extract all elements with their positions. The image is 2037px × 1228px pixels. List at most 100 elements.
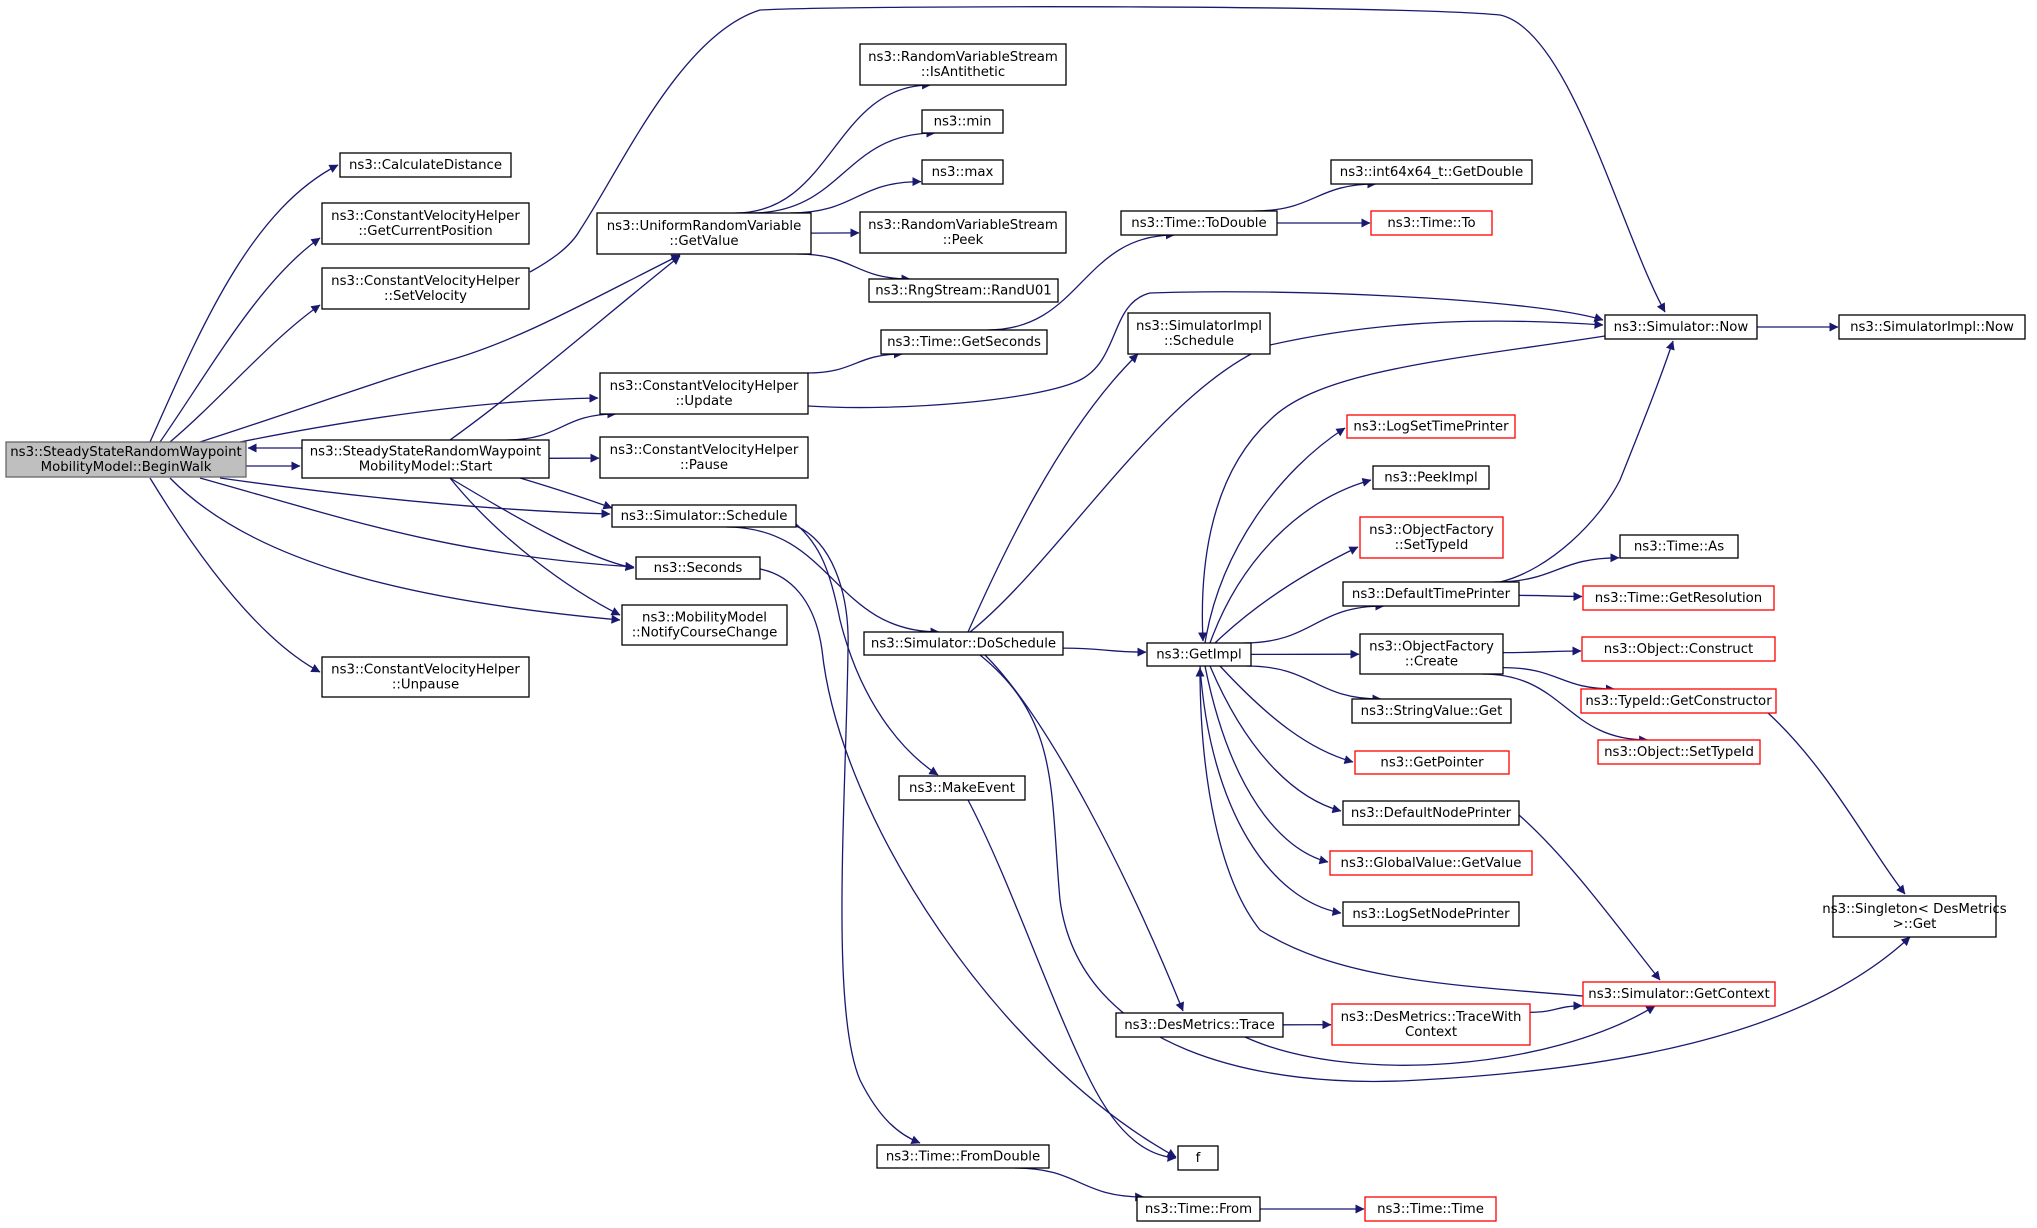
node-singleton_get[interactable]: ns3::Singleton< DesMetrics >::Get [1822,895,2007,938]
node-f[interactable]: f [1177,1145,1219,1171]
node-label: ns3::Object::SetTypeId [1604,745,1754,760]
edge-sim_getcontext-to-getimpl [1195,667,1584,997]
node-label: ::Pause [680,458,728,473]
node-time_getseconds[interactable]: ns3::Time::GetSeconds [880,329,1048,355]
edge-cvh_setvel-to-sim_now [529,6,1666,313]
node-box [1582,585,1775,611]
edge-ssrw_start-to-cvh_update [506,409,617,441]
node-label: ns3::CalculateDistance [349,158,502,173]
node-box [301,439,550,479]
node-box [1597,739,1761,765]
node-box [1370,210,1493,236]
node-rng_randu01[interactable]: ns3::RngStream::RandU01 [868,278,1059,303]
node-box [1359,633,1504,675]
node-label: ns3::DefaultTimePrinter [1352,587,1511,602]
node-sim_getcontext[interactable]: ns3::Simulator::GetContext [1582,981,1776,1007]
node-label: ::SetTypeId [1395,538,1469,553]
edge-sim_doschedule-to-singleton_get [979,654,1911,1083]
node-obj_construct[interactable]: ns3::Object::Construct [1581,636,1776,662]
node-box [1364,1196,1497,1222]
node-box [1120,210,1278,236]
node-defaulttimeprinter[interactable]: ns3::DefaultTimePrinter [1342,581,1520,607]
node-simimpl_now[interactable]: ns3::SimulatorImpl::Now [1838,314,2026,340]
node-label: ns3::Time::FromDouble [886,1150,1040,1165]
node-globalvalue_getvalue[interactable]: ns3::GlobalValue::GetValue [1329,850,1533,876]
node-obj_settypeid[interactable]: ns3::Object::SetTypeId [1597,739,1761,765]
node-time_getresolution[interactable]: ns3::Time::GetResolution [1582,585,1775,611]
node-rvs_peek[interactable]: ns3::RandomVariableStream::Peek [859,211,1067,254]
edge-ssrw_start-to-seconds [449,477,635,571]
edge-beginwalk-to-cvh_getpos [159,237,321,443]
node-sim_schedule[interactable]: ns3::Simulator::Schedule [611,504,797,528]
node-label: MobilityModel::BeginWalk [41,460,212,475]
node-getpointer[interactable]: ns3::GetPointer [1354,750,1510,775]
edge-beginwalk-to-cvh_setvel [169,304,321,443]
node-calcdist[interactable]: ns3::CalculateDistance [339,152,512,178]
node-defaultnodeprinter[interactable]: ns3::DefaultNodePrinter [1342,800,1520,826]
node-logsetnodeprinter[interactable]: ns3::LogSetNodePrinter [1342,901,1520,927]
node-mm_notify[interactable]: ns3::MobilityModel::NotifyCourseChange [621,604,788,646]
edge-time_getseconds-to-time_todouble [987,230,1175,331]
node-box [1832,895,1997,938]
node-box [868,278,1059,303]
node-beginwalk[interactable]: ns3::SteadyStateRandomWaypointMobilityMo… [5,441,247,478]
node-box [1146,642,1252,667]
node-peekimpl[interactable]: ns3::PeekImpl [1372,465,1490,490]
node-typeid_getctor[interactable]: ns3::TypeId::GetConstructor [1580,688,1777,714]
node-box [859,211,1067,254]
node-max[interactable]: ns3::max [921,159,1004,185]
node-int64_getdouble[interactable]: ns3::int64x64_t::GetDouble [1330,159,1533,185]
node-time_fromdouble[interactable]: ns3::Time::FromDouble [876,1144,1050,1169]
edge-getimpl-to-of_settypeid [1214,546,1359,644]
node-of_settypeid[interactable]: ns3::ObjectFactory::SetTypeId [1359,516,1504,559]
node-cvh_update[interactable]: ns3::ConstantVelocityHelper::Update [599,372,809,415]
edge-sim_doschedule-to-simimpl_schedule [967,353,1139,633]
edge-urv_getvalue-to-rng_randu01 [797,253,911,284]
node-time_as[interactable]: ns3::Time::As [1619,534,1739,559]
node-box [859,43,1067,86]
edge-beginwalk-to-seconds [199,477,635,571]
node-desmetrics_trace[interactable]: ns3::DesMetrics::Trace [1115,1012,1284,1038]
node-cvh_unpause[interactable]: ns3::ConstantVelocityHelper::Unpause [321,656,530,698]
node-getimpl[interactable]: ns3::GetImpl [1146,642,1252,667]
edge-ssrw_start-to-urv_getvalue [449,255,681,441]
node-cvh_setvel[interactable]: ns3::ConstantVelocityHelper::SetVelocity [321,267,530,310]
node-time_to[interactable]: ns3::Time::To [1370,210,1493,236]
node-box [1136,1196,1261,1222]
node-label: ns3::ConstantVelocityHelper [331,209,520,224]
edge-getimpl-to-logsettimeprinter [1204,427,1346,644]
node-box [1838,314,2026,340]
node-sim_now[interactable]: ns3::Simulator::Now [1604,314,1758,340]
node-simimpl_schedule[interactable]: ns3::SimulatorImpl::Schedule [1127,312,1271,355]
node-box [1582,981,1776,1007]
node-makeevent[interactable]: ns3::MakeEvent [898,775,1026,801]
call-edges [149,6,1911,1214]
node-label: ns3::min [934,115,992,130]
edge-getimpl-to-logsetnodeprinter [1199,665,1342,916]
edge-cvh_update-to-sim_now [807,291,1604,409]
node-min[interactable]: ns3::min [921,109,1004,134]
node-cvh_pause[interactable]: ns3::ConstantVelocityHelper::Pause [599,436,809,479]
node-label: ns3::Simulator::Schedule [621,509,788,524]
node-time_time[interactable]: ns3::Time::Time [1364,1196,1497,1222]
node-ssrw_start[interactable]: ns3::SteadyStateRandomWaypointMobilityMo… [301,439,550,479]
edge-desmetrics_tracewithctx-to-sim_getcontext [1529,1001,1583,1013]
node-box [321,267,530,310]
edge-defaulttimeprinter-to-time_as [1493,553,1620,583]
node-label: ns3::ConstantVelocityHelper [610,443,799,458]
node-rvs_isanti[interactable]: ns3::RandomVariableStream::IsAntithetic [859,43,1067,86]
node-stringvalue_get[interactable]: ns3::StringValue::Get [1351,698,1512,724]
node-logsettimeprinter[interactable]: ns3::LogSetTimePrinter [1346,414,1516,439]
node-label: MobilityModel::Start [359,460,493,475]
node-urv_getvalue[interactable]: ns3::UniformRandomVariable::GetValue [596,212,812,255]
node-of_create[interactable]: ns3::ObjectFactory::Create [1359,633,1504,675]
node-time_from[interactable]: ns3::Time::From [1136,1196,1261,1222]
node-label: ns3::RandomVariableStream [868,218,1058,233]
node-sim_doschedule[interactable]: ns3::Simulator::DoSchedule [863,631,1064,656]
node-seconds[interactable]: ns3::Seconds [635,556,761,580]
node-time_todouble[interactable]: ns3::Time::ToDouble [1120,210,1278,236]
node-cvh_getpos[interactable]: ns3::ConstantVelocityHelper::GetCurrentP… [321,202,530,245]
node-label: ::Schedule [1164,334,1234,349]
